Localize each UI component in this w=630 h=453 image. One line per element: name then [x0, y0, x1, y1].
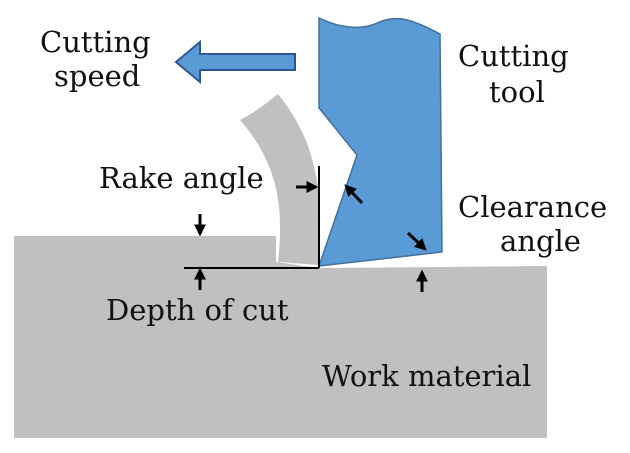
cutting-tool-label-line2: tool [489, 75, 545, 109]
cutting-speed-label-line1: Cutting [40, 25, 151, 59]
depth-of-cut-label: Depth of cut [106, 293, 289, 327]
rake-face-indicator-arrow [344, 184, 364, 205]
clearance-angle-label-line2: angle [500, 224, 581, 258]
work-material-block [14, 236, 547, 438]
work-material-label: Work material [322, 359, 531, 393]
clearance-angle-label-line1: Clearance [458, 190, 607, 224]
rake-angle-label: Rake angle [99, 161, 264, 195]
cutting-speed-label-line2: speed [54, 59, 140, 93]
cutting-speed-arrow [174, 39, 296, 85]
clearance-indicator-arrow [406, 231, 427, 251]
cutting-tool [317, 16, 443, 267]
chip [240, 94, 319, 265]
cutting-tool-label-line1: Cutting [458, 39, 569, 73]
